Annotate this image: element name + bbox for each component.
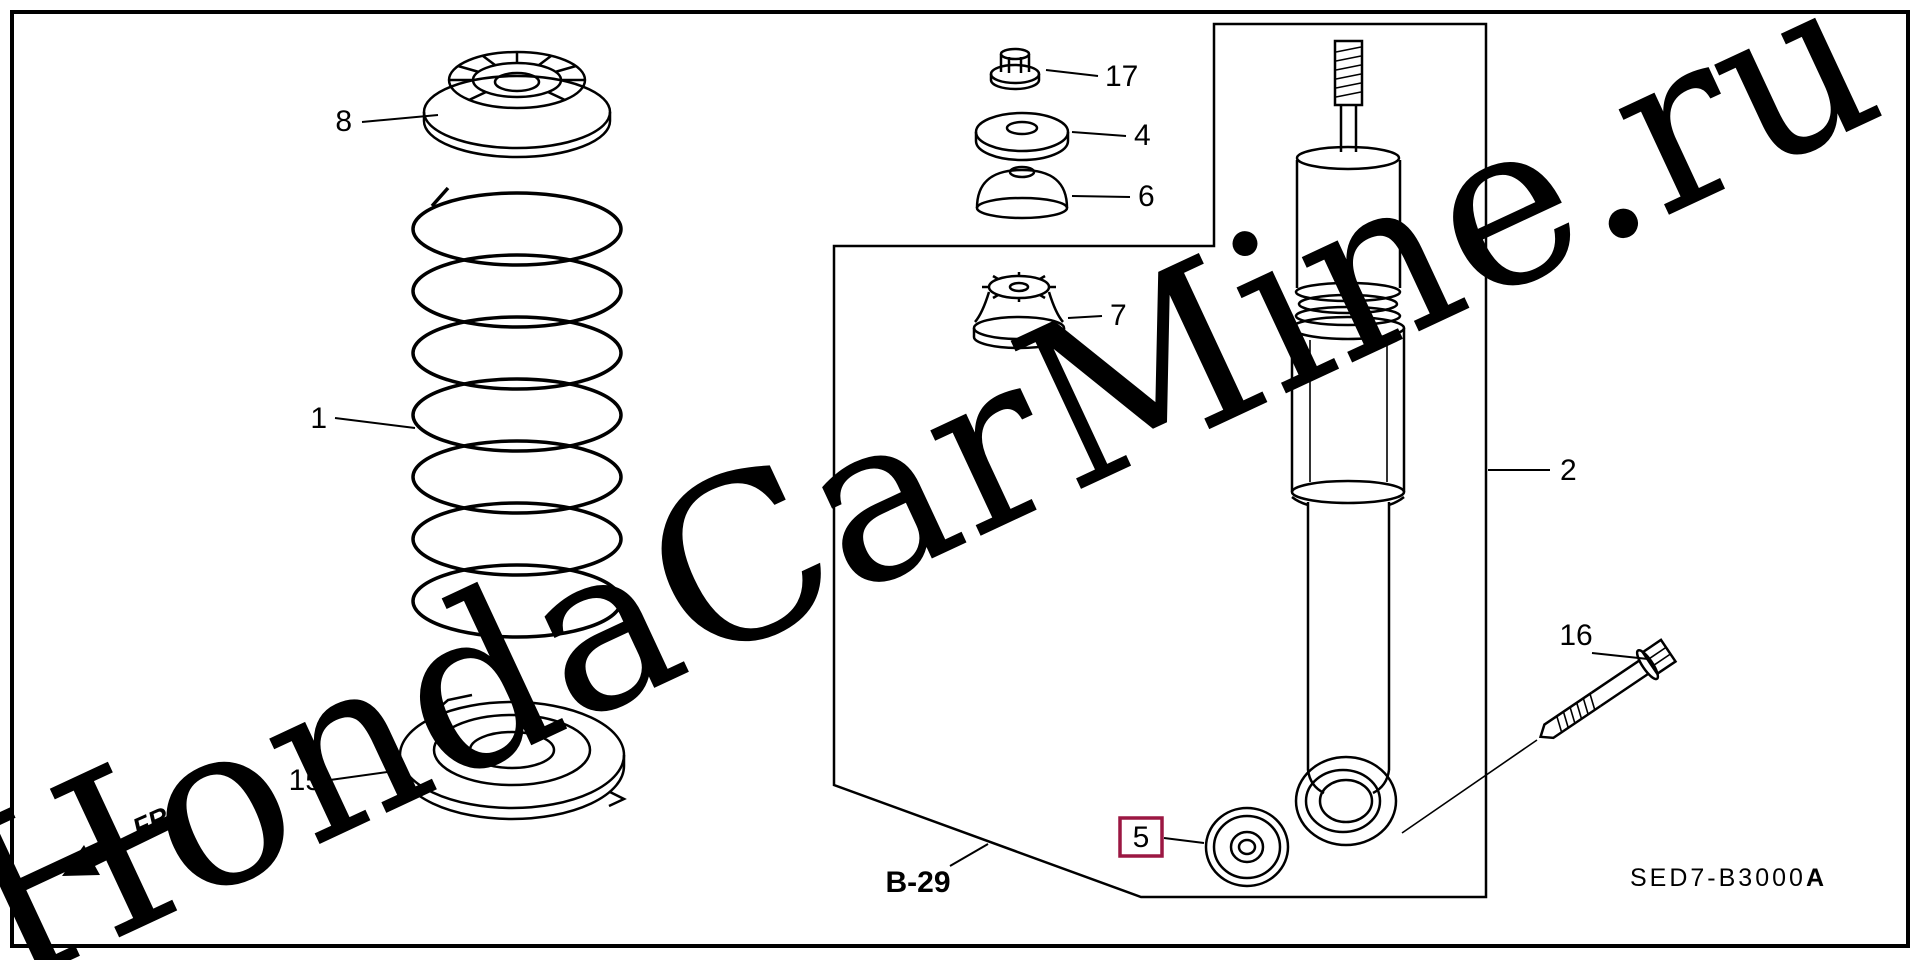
part-label-1[interactable]: 1 bbox=[310, 402, 327, 435]
assembly-boundary bbox=[832, 22, 1488, 899]
part-label-17[interactable]: 17 bbox=[1105, 60, 1138, 93]
part-label-5[interactable]: 5 bbox=[1133, 821, 1150, 854]
drawing-code: SED7-B3000 bbox=[1630, 864, 1806, 892]
part-label-16[interactable]: 16 bbox=[1559, 619, 1592, 652]
part-label-15[interactable]: 15 bbox=[289, 764, 322, 797]
upper-spring-seat bbox=[422, 50, 612, 159]
shock-absorber bbox=[1290, 39, 1406, 847]
bolt-axis-line bbox=[1401, 739, 1538, 834]
part-label-2[interactable]: 2 bbox=[1560, 454, 1577, 487]
leader-lines bbox=[329, 69, 1649, 867]
coil-spring bbox=[411, 186, 623, 639]
lower-spring-seat bbox=[398, 693, 627, 821]
part-label-5-highlight-box bbox=[1118, 816, 1164, 858]
mounting-rubber bbox=[975, 165, 1069, 220]
part-label-7[interactable]: 7 bbox=[1110, 299, 1127, 332]
part-label-8[interactable]: 8 bbox=[335, 105, 352, 138]
drawing-code-suffix: A bbox=[1806, 864, 1824, 892]
fr-arrow-icon bbox=[62, 816, 173, 876]
flange-nut bbox=[989, 47, 1041, 91]
part-label-4[interactable]: 4 bbox=[1134, 119, 1151, 152]
part-label-6[interactable]: 6 bbox=[1138, 180, 1155, 213]
page-border bbox=[10, 10, 1910, 948]
lower-bushing bbox=[1204, 806, 1290, 888]
washer bbox=[974, 111, 1070, 162]
shock-mount-bushing bbox=[972, 272, 1066, 350]
flange-bolt bbox=[1538, 638, 1678, 740]
page-reference[interactable]: B-29 bbox=[885, 866, 950, 899]
